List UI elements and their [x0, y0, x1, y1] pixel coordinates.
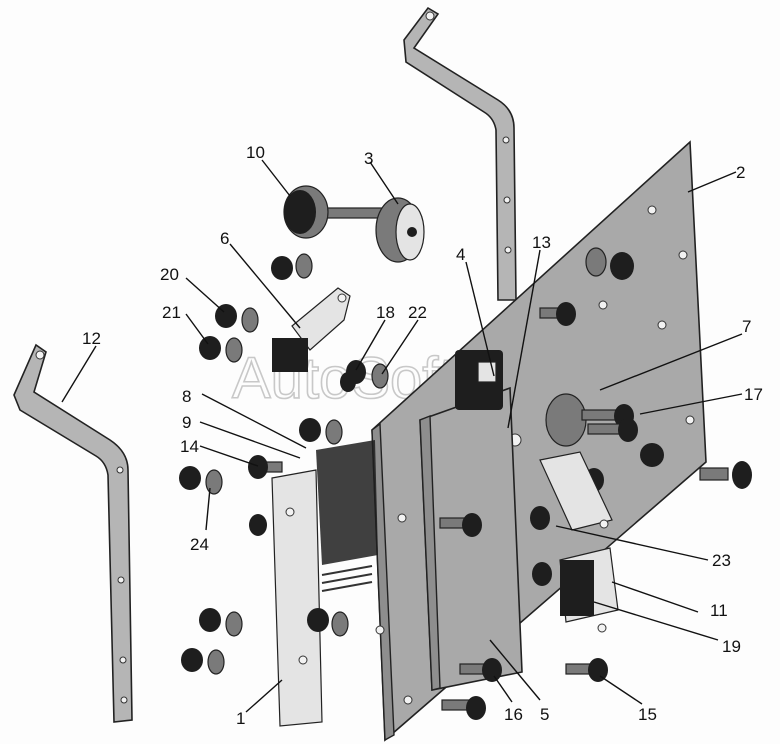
left-bracket: [13, 343, 133, 723]
label-13: 13: [532, 233, 551, 252]
bolts: [248, 247, 752, 720]
callout-labels: 1 2 3 4 5 6 7 8 9 10 11 12 13 14 15 16 1…: [82, 143, 763, 728]
label-16: 16: [504, 705, 523, 724]
nut-washer-set-24: [179, 466, 223, 495]
switch-block: [530, 451, 619, 633]
label-24: 24: [190, 535, 209, 554]
label-17: 17: [744, 385, 763, 404]
pin-mount-7: [545, 393, 638, 447]
nut-washer-set-mid: [299, 418, 343, 445]
label-18: 18: [376, 303, 395, 322]
label-12: 12: [82, 329, 101, 348]
label-7: 7: [742, 317, 751, 336]
label-2: 2: [736, 163, 745, 182]
label-19: 19: [722, 637, 741, 656]
label-14: 14: [180, 437, 199, 456]
label-9: 9: [182, 413, 191, 432]
cover-plate: [419, 350, 523, 691]
label-4: 4: [456, 245, 465, 264]
label-1: 1: [236, 709, 245, 728]
label-6: 6: [220, 229, 229, 248]
rubber-mount-assembly: [283, 185, 425, 263]
upper-bracket: [403, 6, 517, 301]
leader-lines: [61, 159, 743, 713]
nut-washer-set-bottom: [181, 608, 349, 675]
label-15: 15: [638, 705, 657, 724]
label-11: 11: [710, 601, 728, 620]
nut-washer-set-top: [271, 253, 313, 280]
label-23: 23: [712, 551, 731, 570]
nut-washer-set-18-22: [340, 360, 389, 392]
front-strip: [271, 440, 378, 727]
contact-bars: [321, 565, 373, 592]
angle-bracket: [272, 287, 351, 372]
label-5: 5: [540, 705, 549, 724]
label-3: 3: [364, 149, 373, 168]
label-21: 21: [162, 303, 181, 322]
label-20: 20: [160, 265, 179, 284]
label-10: 10: [246, 143, 265, 162]
nut-washer-set-20-21: [199, 304, 259, 363]
label-22: 22: [408, 303, 427, 322]
label-8: 8: [182, 387, 191, 406]
